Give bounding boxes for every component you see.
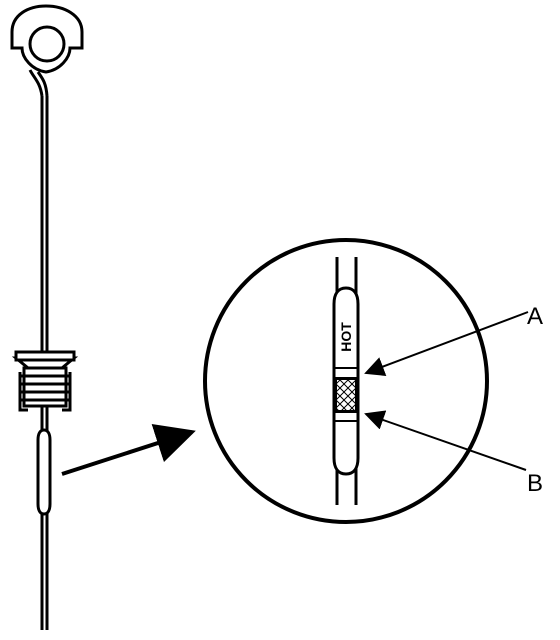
callout-a-label: A [527,303,543,330]
magnified-view: HOT [203,238,489,524]
dipstick-blade [36,428,52,516]
hot-range-crosshatch [335,378,357,412]
callout-b: B [364,410,543,497]
callout-b-label: B [527,470,543,497]
dipstick-handle [10,4,84,97]
magnify-pointer-arrow [61,424,196,476]
hot-marking: HOT [338,322,354,352]
callout-a: A [364,303,543,377]
dipstick-seal [11,350,79,412]
